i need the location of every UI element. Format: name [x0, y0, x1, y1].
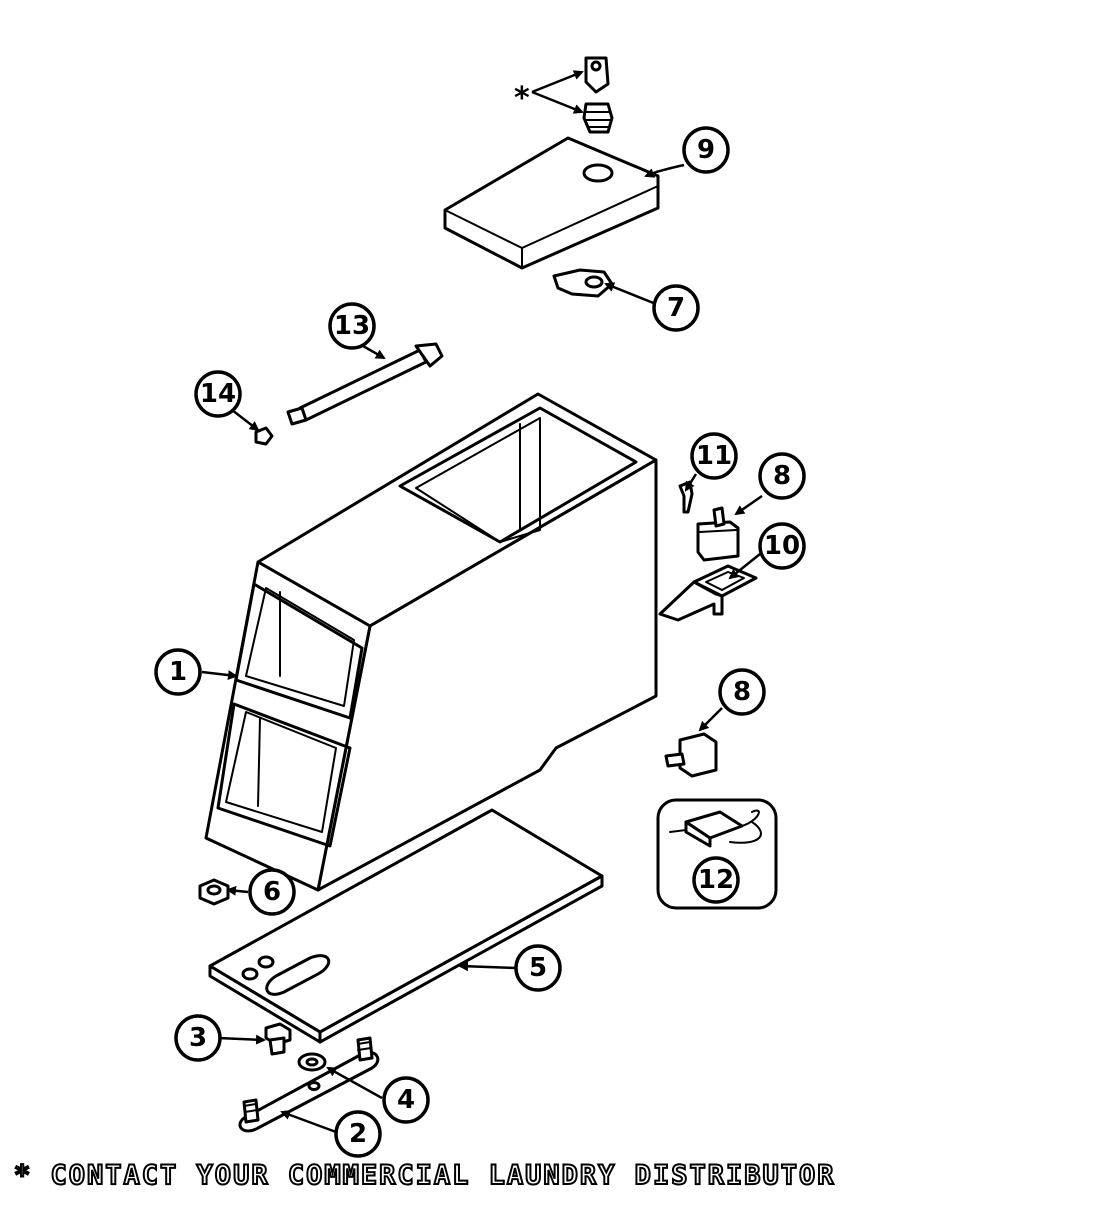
part-3-bolt — [264, 1022, 292, 1056]
callout-13: 13 — [328, 302, 376, 350]
callout-6: 6 — [248, 868, 296, 916]
svg-text:14: 14 — [200, 379, 236, 409]
svg-text:8: 8 — [773, 461, 791, 491]
part-6-hex-nut — [198, 878, 230, 906]
part-9-top-cover — [443, 136, 660, 270]
callout-7: 7 — [652, 284, 700, 332]
svg-text:8: 8 — [733, 677, 751, 707]
callout-12: 12 — [692, 856, 740, 904]
svg-text:2: 2 — [349, 1119, 367, 1149]
svg-text:9: 9 — [697, 135, 715, 165]
part-12-inset-box — [656, 798, 778, 910]
svg-text:4: 4 — [397, 1085, 415, 1115]
part-5-base-plate — [208, 808, 604, 1044]
asterisk-mark: * — [514, 81, 530, 116]
callout-10: 10 — [758, 522, 806, 570]
svg-text:5: 5 — [529, 953, 547, 983]
callout-9: 9 — [682, 126, 730, 174]
svg-text:13: 13 — [334, 311, 370, 341]
svg-text:1: 1 — [169, 657, 187, 687]
part-11-screw — [678, 480, 694, 514]
part-13-rod — [286, 342, 444, 426]
callout-1: 1 — [154, 648, 202, 696]
callout-2: 2 — [334, 1110, 382, 1158]
part-1-housing-cabinet — [204, 392, 658, 892]
part-10-bracket — [658, 564, 758, 622]
svg-text:12: 12 — [698, 865, 734, 895]
callout-3: 3 — [174, 1014, 222, 1062]
part-14-nut — [254, 426, 274, 446]
callout-8-upper: 8 — [758, 452, 806, 500]
part-4-washer — [297, 1052, 327, 1072]
svg-text:11: 11 — [696, 441, 732, 471]
callout-4: 4 — [382, 1076, 430, 1124]
callout-8-lower: 8 — [718, 668, 766, 716]
callout-11: 11 — [690, 432, 738, 480]
svg-text:7: 7 — [667, 293, 685, 323]
part-8-switch-upper — [696, 506, 740, 562]
svg-text:3: 3 — [189, 1023, 207, 1053]
svg-text:6: 6 — [263, 877, 281, 907]
callout-5: 5 — [514, 944, 562, 992]
part-7-washer-clip — [552, 268, 614, 298]
part-8-switch-lower — [664, 732, 718, 778]
callout-14: 14 — [194, 370, 242, 418]
footnote-text: * CONTACT YOUR COMMERCIAL LAUNDRY DISTRI… — [14, 1160, 836, 1191]
svg-text:10: 10 — [764, 531, 800, 561]
part-2-stud-plate — [238, 1036, 380, 1133]
hose-fitting-part — [582, 56, 614, 134]
